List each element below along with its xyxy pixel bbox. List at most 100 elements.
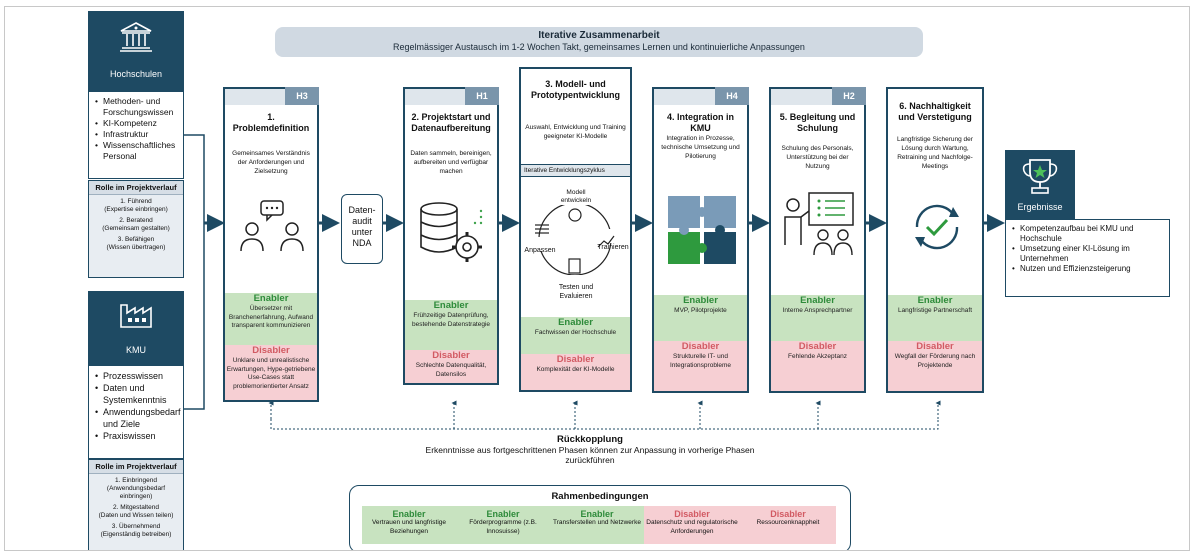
iteration-cycle-icon	[521, 183, 630, 301]
phase-tag: H2	[832, 87, 866, 105]
disabler-heading: Disabler	[798, 341, 837, 352]
role-item: 2. Beratend	[119, 217, 153, 224]
phase-title: 3. Modell- und Prototypentwicklung	[530, 79, 620, 100]
phase-description: Daten sammeln, bereinigen, aufbereiten u…	[410, 150, 492, 175]
cycle-node-trainieren: Trainieren	[597, 244, 629, 251]
phase-enabler: Enabler Fachwissen der Hochschule	[521, 317, 630, 354]
disabler-text: Wegfall der Förderung nach Projektende	[894, 353, 976, 369]
sustainability-cycle-icon	[915, 204, 959, 250]
rahmen-cell-enabler: Enabler Förderprogramme (z.B. Innosuisse…	[456, 506, 550, 544]
phase-schulung: H2 5. Begleitung und Schulung Schulung d…	[769, 87, 866, 393]
rahmen-cell-disabler: Disabler Datenschutz und regulatorische …	[644, 506, 740, 544]
database-gear-icon	[420, 202, 483, 262]
ergebnisse-header: Ergebnisse	[1005, 150, 1075, 220]
cell-text: Datenschutz und regulatorische Anforderu…	[646, 519, 738, 535]
role-item: 3. Übernehmend	[111, 523, 161, 530]
phase-disabler: Disabler Strukturelle IT- und Integratio…	[654, 341, 747, 391]
daten-audit-box: Daten-audit unter NDA	[341, 194, 383, 264]
phase-problemdefinition: H3 1. Problemdefinition Gemeinsames Vers…	[223, 87, 319, 402]
phase-tag: H4	[715, 87, 749, 105]
banner-subtitle: Regelmässiger Austausch im 1-2 Wochen Ta…	[393, 42, 805, 52]
list-item: Prozesswissen	[95, 370, 179, 382]
phase-description: Schulung des Personals, Unterstützung be…	[781, 145, 854, 170]
connector-lines	[184, 134, 1005, 430]
role-note: (Wissen übertragen)	[106, 244, 166, 251]
disabler-heading: Disabler	[252, 345, 290, 356]
phase-nachhaltigkeit: 6. Nachhaltigkeit und Verstetigung Langf…	[886, 87, 984, 393]
role-note: (Expertise einbringen)	[104, 206, 168, 213]
phase-title: 2. Projektstart und Datenaufbereitung	[411, 112, 491, 133]
phase-description: Auswahl, Entwicklung und Training geeign…	[525, 124, 626, 140]
phase-enabler: Enabler Übersetzer mit Branchenerfahrung…	[225, 293, 317, 345]
phase-disabler: Disabler Unklare und unrealistische Erwa…	[225, 345, 317, 400]
role-item: 2. Mitgestaltend	[113, 504, 159, 511]
iterative-banner: Iterative Zusammenarbeit Regelmässiger A…	[275, 27, 923, 57]
phase-title: 5. Begleitung und Schulung	[779, 112, 856, 133]
list-item: Anwendungsbedarf und Ziele	[95, 406, 181, 430]
phase-disabler: Disabler Schlechte Datenqualität, Datens…	[405, 350, 497, 383]
enabler-text: MVP, Pilotprojekte	[674, 307, 727, 314]
phase-enabler: Enabler Frühzeitige Datenprüfung, besteh…	[405, 300, 497, 350]
role-note: (Anwendungsbedarf einbringen)	[106, 485, 166, 500]
enabler-text: Übersetzer mit Branchenerfahrung, Aufwan…	[228, 305, 314, 329]
kmu-label: KMU	[126, 345, 146, 355]
disabler-text: Fehlende Akzeptanz	[788, 353, 847, 360]
rahmen-title: Rahmenbedingungen	[551, 491, 649, 502]
phase-disabler: Disabler Fehlende Akzeptanz	[771, 341, 864, 391]
disabler-heading: Disabler	[681, 341, 720, 352]
hochschulen-roles: Rolle im Projektverlauf 1. Führend(Exper…	[88, 180, 184, 278]
enabler-text: Frühzeitige Datenprüfung, bestehende Dat…	[411, 312, 491, 328]
role-note: (Daten und Wissen teilen)	[98, 512, 174, 519]
disabler-text: Schlechte Datenqualität, Datensilos	[415, 362, 487, 378]
phase-disabler: Disabler Wegfall der Förderung nach Proj…	[888, 341, 982, 391]
disabler-heading: Disabler	[916, 341, 954, 352]
disabler-heading: Disabler	[432, 350, 470, 361]
phase-title: 4. Integration in KMU	[666, 112, 734, 133]
rahmen-cell-disabler: Disabler Ressourcenknappheit	[740, 506, 836, 544]
feedback-note: Rückkopplung Erkenntnisse aus fortgeschr…	[425, 434, 755, 465]
list-item: KI-Kompetenz	[95, 118, 179, 129]
role-item: 3. Befähigen	[117, 236, 155, 243]
ergebnisse-label: Ergebnisse	[1017, 202, 1063, 212]
cycle-node-anpassen: Anpassen	[524, 247, 556, 254]
cell-text: Ressourcenknappheit	[756, 519, 820, 526]
role-item: 1. Führend	[120, 198, 152, 205]
phase-integration: H4 4. Integration in KMU Integration in …	[652, 87, 749, 393]
phase-modellentwicklung: 3. Modell- und Prototypentwicklung Auswa…	[519, 67, 632, 392]
ergebnisse-list: Kompetenzaufbau bei KMU und Hochschule U…	[1005, 219, 1170, 297]
enabler-heading: Enabler	[800, 295, 835, 306]
cycle-node-testen: Testen und Evaluieren	[558, 284, 594, 300]
phase-title: 6. Nachhaltigkeit und Verstetigung	[898, 101, 972, 122]
kmu-header: KMU	[88, 291, 184, 365]
cell-heading: Enabler	[580, 509, 614, 519]
hochschulen-resources: Methoden- und Forschungswissen KI-Kompet…	[88, 91, 184, 179]
cell-heading: Enabler	[486, 509, 520, 519]
list-item: Methoden- und Forschungswissen	[95, 96, 179, 118]
list-item: Wissenschaftliches Personal	[95, 140, 179, 162]
banner-title: Iterative Zusammenarbeit	[538, 30, 660, 41]
cell-heading: Disabler	[770, 509, 806, 519]
trophy-icon	[1022, 159, 1058, 194]
enabler-text: Fachwissen der Hochschule	[534, 329, 617, 336]
role-title: Rolle im Projektverlauf	[89, 181, 183, 195]
cell-heading: Enabler	[392, 509, 426, 519]
disabler-text: Unklare und unrealistische Erwartungen, …	[226, 357, 316, 390]
rahmen-cell-enabler: Enabler Transferstellen und Netzwerke	[550, 506, 644, 544]
discussion-icon	[240, 200, 304, 252]
kmu-roles: Rolle im Projektverlauf 1. Einbringend(A…	[88, 459, 184, 550]
rahmenbedingungen: Rahmenbedingungen Enabler Vertrauen und …	[349, 485, 851, 550]
list-item: Infrastruktur	[95, 129, 179, 140]
enabler-heading: Enabler	[558, 317, 593, 328]
phase-enabler: Enabler Interne Ansprechpartner	[771, 295, 864, 341]
list-item: Daten und Systemkenntnis	[95, 382, 179, 406]
hochschulen-header: Hochschulen	[88, 11, 184, 91]
phase-description: Integration in Prozesse, technische Umse…	[661, 135, 740, 160]
role-note: (Eigenständig betreiben)	[100, 531, 172, 538]
enabler-heading: Enabler	[683, 295, 718, 306]
phase-description: Gemeinsames Verständnis der Anforderunge…	[232, 150, 310, 175]
enabler-text: Interne Ansprechpartner	[782, 307, 853, 314]
cycle-node-modell: Modell entwickeln	[560, 189, 592, 204]
list-item: Kompetenzaufbau bei KMU und Hochschule	[1012, 224, 1165, 244]
cycle-label: Iterative Entwicklungszyklus	[521, 164, 630, 177]
phase-title: 1. Problemdefinition	[232, 112, 310, 133]
